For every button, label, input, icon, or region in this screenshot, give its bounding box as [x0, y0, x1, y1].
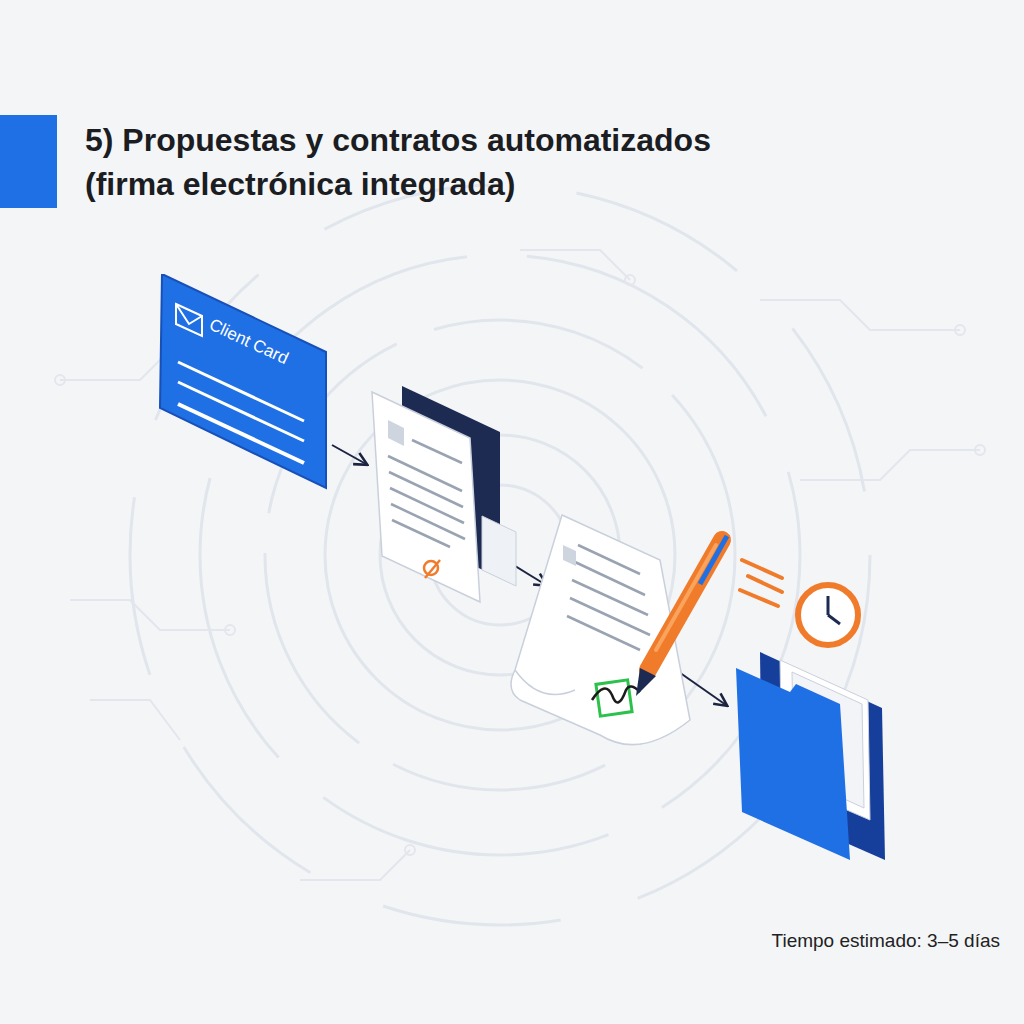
accent-bar [0, 115, 57, 208]
time-estimate: Tiempo estimado: 3–5 días [640, 930, 1000, 952]
circuit-lines [55, 250, 985, 880]
clock [740, 560, 858, 645]
title: 5) Propuestas y contratos automatizados … [85, 118, 805, 206]
document-stack [372, 386, 516, 602]
card-shape [158, 274, 328, 490]
background-rings [130, 185, 870, 925]
folder [736, 652, 885, 860]
pen [636, 536, 727, 696]
client-card: Client Card [158, 274, 328, 490]
